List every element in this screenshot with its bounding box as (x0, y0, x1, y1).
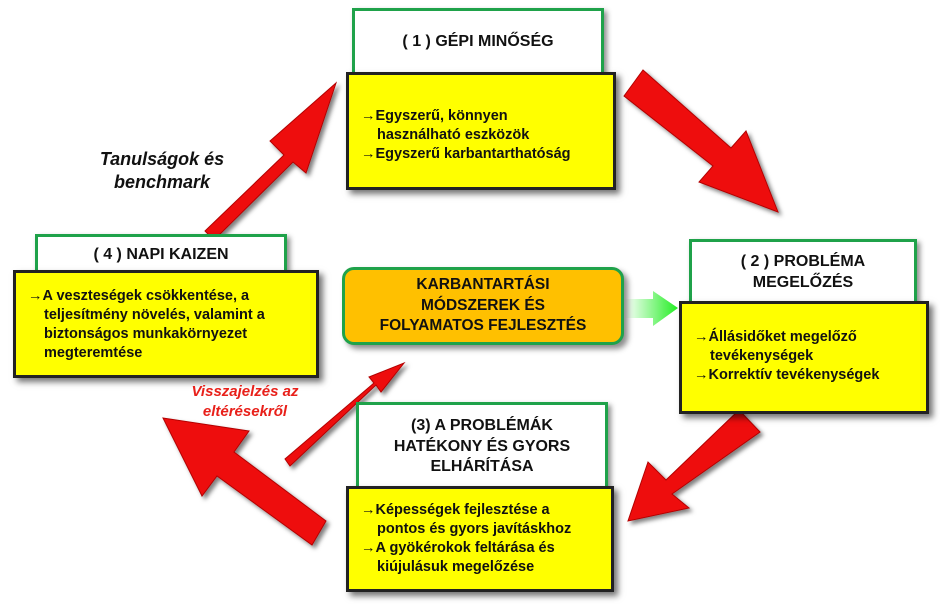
center-line-2: MÓDSZEREK ÉS (420, 296, 545, 314)
center-box: KARBANTARTÁSI MÓDSZEREK ÉS FOLYAMATOS FE… (342, 267, 624, 345)
arrow-center-to-2 (625, 291, 678, 326)
stage1-item-1: →Egyszerű, könnyen használható eszközök (361, 108, 530, 144)
stage1-content-box: →Egyszerű, könnyen használható eszközök … (346, 72, 616, 190)
stage3-item-1: →Képességek fejlesztése a pontos és gyor… (361, 502, 572, 538)
stage1-item-2: →Egyszerű karbantarthatóság (361, 146, 571, 163)
benchmark-label: Tanulságok és benchmark (72, 148, 252, 195)
stage4-line-3: biztonságos munkakörnyezet (44, 326, 248, 343)
stage2-title-line-2: MEGELŐZÉS (752, 274, 854, 291)
arrow-3-to-4 (162, 417, 327, 546)
benchmark-label-line-1: Tanulságok és (99, 149, 225, 169)
center-line-1: KARBANTARTÁSI (416, 275, 550, 293)
stage3-title-line-1: (3) A PROBLÉMÁK (411, 416, 553, 434)
stage3-title-box: (3) A PROBLÉMÁK HATÉKONY ÉS GYORS ELHÁRÍ… (356, 402, 608, 492)
stage4-line-2: teljesítmény növelés, valamint a (44, 307, 265, 324)
feedback-label: Visszajelzés az eltérésekről (170, 382, 320, 421)
feedback-label-line-1: Visszajelzés az (191, 383, 299, 400)
arrow-4-to-1 (204, 81, 338, 241)
stage4-content-box: →A veszteségek csökkentése, a teljesítmé… (13, 270, 319, 378)
stage2-title-line-1: ( 2 ) PROBLÉMA (740, 253, 866, 271)
arrow-2-to-3 (627, 409, 761, 522)
arrow-feedback (284, 361, 406, 467)
stage3-title-line-3: ELHÁRÍTÁSA (430, 458, 534, 476)
stage4-line-4: megteremtése (44, 345, 143, 362)
stage1-title: ( 1 ) GÉPI MINŐSÉG (402, 32, 554, 50)
feedback-label-line-2: eltérésekről (202, 402, 288, 420)
arrow-1-to-2 (623, 69, 779, 213)
benchmark-label-line-2: benchmark (113, 172, 211, 193)
stage4-title: ( 4 ) NAPI KAIZEN (93, 245, 229, 263)
stage2-title-box: ( 2 ) PROBLÉMA MEGELŐZÉS (689, 239, 917, 307)
stage2-content-box: →Állásidőket megelőző tevékenységek →Kor… (679, 301, 929, 414)
stage2-item-1: →Állásidőket megelőző tevékenységek (694, 329, 857, 365)
stage1-title-box: ( 1 ) GÉPI MINŐSÉG (352, 8, 604, 76)
stage3-item-2: →A gyökérokok feltárása és kiújulásuk me… (361, 540, 555, 576)
stage3-title-line-2: HATÉKONY ÉS GYORS (393, 437, 571, 455)
center-line-3: FOLYAMATOS FEJLESZTÉS (379, 317, 587, 335)
stage3-content-box: →Képességek fejlesztése a pontos és gyor… (346, 486, 614, 592)
stage4-line-1: →A veszteségek csökkentése, a (28, 288, 250, 304)
stage2-item-2: →Korrektív tevékenységek (694, 367, 880, 384)
